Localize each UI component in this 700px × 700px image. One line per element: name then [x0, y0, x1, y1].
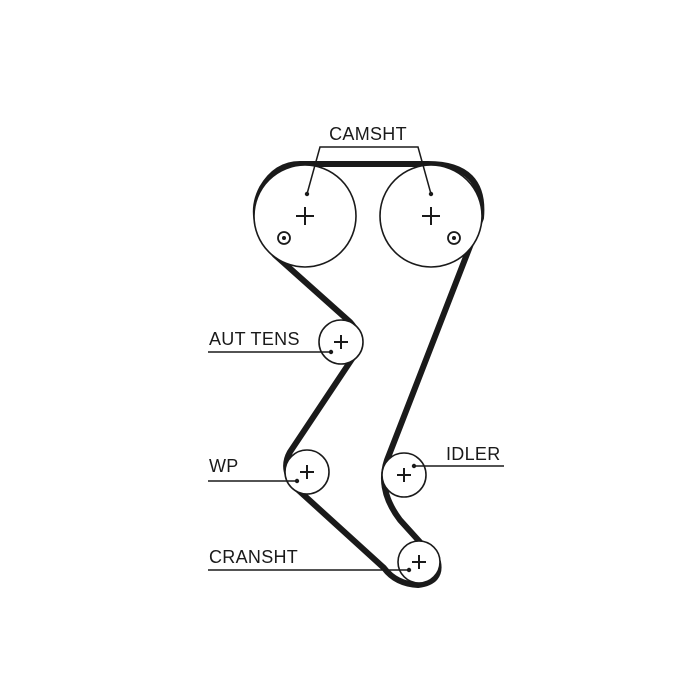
camshaft-leader — [306, 146, 432, 195]
idler-pulley — [381, 452, 427, 498]
camshaft-pulley-right — [379, 164, 483, 268]
crankshaft-label: CRANSHT — [209, 547, 298, 567]
camshaft-label: CAMSHT — [329, 124, 407, 144]
timing-mark-icon — [447, 231, 461, 245]
tensioner-pulley — [318, 319, 364, 365]
water-pump-label: WP — [209, 456, 239, 476]
timing-mark-icon — [277, 231, 291, 245]
camshaft-pulley-left — [253, 164, 357, 268]
crankshaft-pulley — [397, 540, 441, 584]
tensioner-label: AUT TENS — [209, 329, 300, 349]
idler-label: IDLER — [446, 444, 501, 464]
water-pump-pulley — [284, 449, 330, 495]
